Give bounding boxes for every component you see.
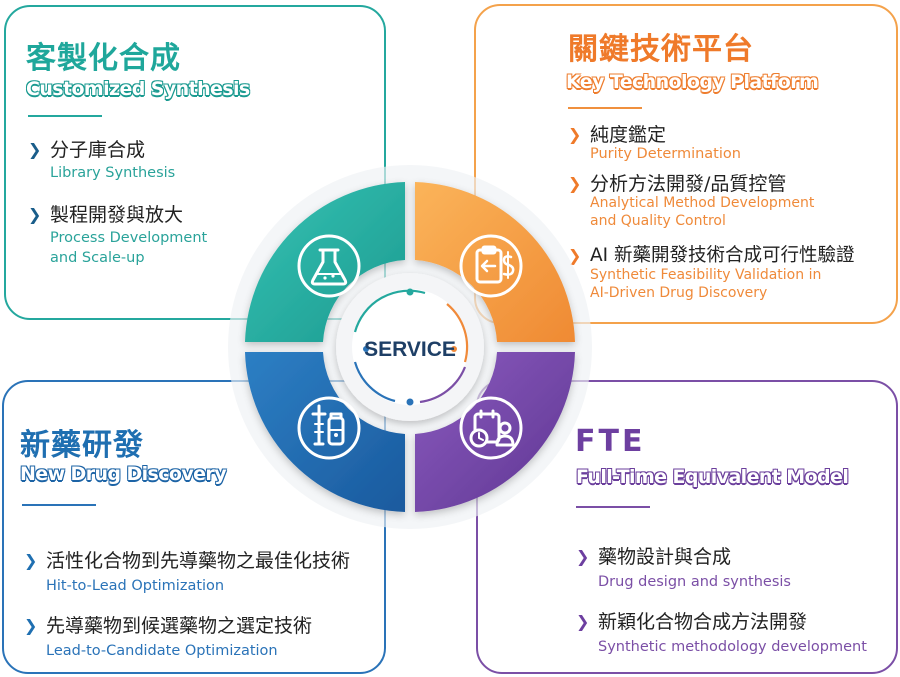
chevron-right-icon: ❯ (28, 140, 42, 159)
item-label-zh: 藥物設計與合成 (598, 546, 732, 568)
item-label-zh: 新穎化合物合成方法開發 (598, 611, 808, 633)
schedule-person-icon (459, 396, 523, 460)
quadrant-purple (415, 352, 575, 512)
item-label-zh: 製程開發與放大 (50, 204, 184, 226)
item-label-en: Process Development and Scale-up (50, 230, 208, 266)
item-label-zh: 純度鑑定 (590, 124, 667, 146)
item-label-en: Purity Determination (590, 146, 741, 162)
card-title-en: Customized Synthesis (26, 78, 250, 100)
item-label-zh: 分析方法開發/品質控管 (590, 173, 787, 195)
customized-synthesis-card: 客製化合成 Customized Synthesis ❯ 分子庫合成 Libra… (4, 5, 386, 320)
card-title-zh: 新藥研發 (20, 428, 144, 463)
chevron-right-icon: ❯ (568, 125, 582, 144)
item-label-zh: AI 新藥開發技術合成可行性驗證 (590, 245, 855, 266)
service-label: SERVICE (364, 338, 456, 361)
quadrant-blue (245, 352, 405, 512)
divider (28, 115, 102, 117)
chevron-right-icon: ❯ (576, 547, 590, 566)
chevron-right-icon: ❯ (24, 551, 38, 570)
item-label-zh: 活性化合物到先導藥物之最佳化技術 (46, 550, 351, 572)
item-label-zh: 分子庫合成 (50, 139, 146, 161)
item-label-en: Synthetic methodology development (598, 639, 867, 655)
item-label-en: Drug design and synthesis (598, 574, 791, 590)
item-label-en: Hit-to-Lead Optimization (46, 578, 225, 594)
service-wheel: SERVICE (228, 165, 592, 529)
item-label-en: Analytical Method Development and Qualit… (590, 195, 815, 229)
chevron-right-icon: ❯ (28, 205, 42, 224)
quadrant-teal (245, 182, 405, 342)
chevron-right-icon: ❯ (568, 246, 582, 265)
card-title-zh: 關鍵技術平台 (568, 32, 754, 67)
card-title-en: Full-Time Equivalent Model (576, 466, 849, 488)
quadrant-orange (415, 182, 575, 342)
divider (22, 504, 96, 506)
card-title-zh: 客製化合成 (26, 41, 181, 76)
divider (568, 107, 642, 109)
chevron-right-icon: ❯ (576, 612, 590, 631)
item-label-zh: 先導藥物到候選藥物之選定技術 (46, 615, 313, 637)
item-label-en: Library Synthesis (50, 165, 176, 181)
card-title-en: New Drug Discovery (20, 463, 227, 485)
clipboard-dollar-icon (459, 234, 523, 298)
flask-icon (297, 234, 361, 298)
divider (576, 506, 650, 508)
vials-icon (297, 396, 361, 460)
chevron-right-icon: ❯ (568, 174, 582, 193)
item-label-en: Lead-to-Candidate Optimization (46, 643, 278, 659)
card-title-en: Key Technology Platform (566, 71, 819, 93)
chevron-right-icon: ❯ (24, 616, 38, 635)
item-label-en: Synthetic Feasibility Validation in AI-D… (590, 267, 822, 301)
card-title-zh: FTE (575, 424, 646, 459)
